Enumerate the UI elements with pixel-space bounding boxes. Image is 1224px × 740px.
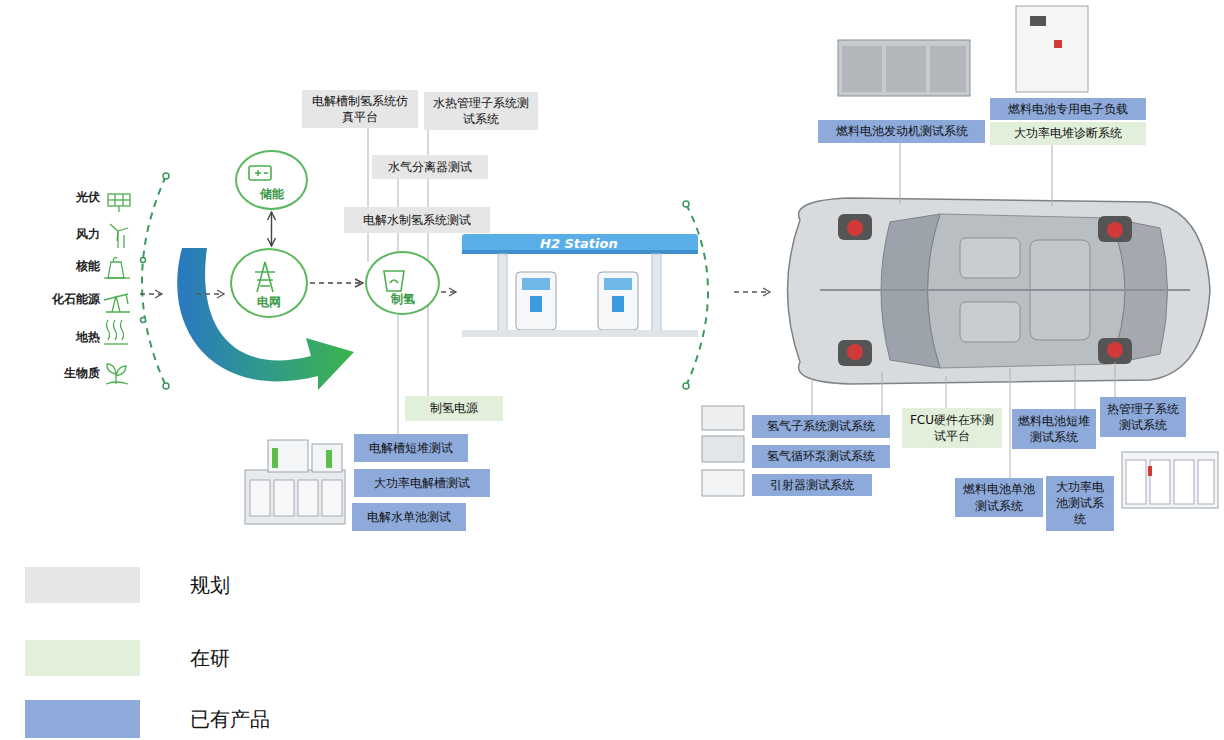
test-system-box: 热管理子系统测试系统 [1100,397,1186,437]
box-text: 大功率电解槽测试 [374,475,470,491]
legend-swatch [25,700,140,738]
box-text: 氢气循环泵测试系统 [767,448,875,464]
box-text: 氢气子系统测试系统 [767,418,875,434]
flow-arrow [271,212,272,246]
test-system-box: 大功率电池测试系统 [1046,476,1114,531]
test-system-box: 大功率电堆诊断系统 [990,122,1146,145]
hydrogen-station [462,234,698,337]
car-illustration [788,198,1211,384]
box-text: 水气分离器测试 [388,159,472,175]
test-system-box: 氢气循环泵测试系统 [752,445,890,468]
box-text: 储能 [260,186,284,202]
box-text: 大功率电堆诊断系统 [1014,125,1122,141]
box-text: 燃料电池专用电子负载 [1008,101,1128,117]
box-text: 电解水单池测试 [367,509,451,525]
box-text: FCU硬件在环测试平台 [907,412,997,444]
legend-swatch [25,640,140,676]
hub-icon [230,254,300,296]
station-sign-text: H2 Station [540,236,618,251]
energy-source-label: 光伏 [16,189,100,206]
test-system-box: 制氢电源 [405,396,503,421]
test-system-box: 氢气子系统测试系统 [752,415,890,438]
box-text: 热管理子系统测试系统 [1105,401,1181,433]
test-system-box: 电解槽制氢系统仿真平台 [302,90,418,128]
box-text: 引射器测试系统 [770,477,854,493]
test-system-box: 大功率电解槽测试 [354,469,490,497]
test-system-box: 燃料电池单池测试系统 [955,478,1043,517]
box-text: 大功率电池测试系统 [1051,479,1109,528]
test-system-box: 燃料电池专用电子负载 [990,98,1146,120]
box-text: 制氢电源 [430,400,478,416]
box-text: 燃料电池单池测试系统 [960,481,1038,513]
box-text: 电解水制氢系统测试 [363,212,471,228]
test-system-box: 燃料电池发动机测试系统 [818,120,985,143]
box-text: 电网 [257,294,281,310]
test-system-box: 燃料电池短堆测试系统 [1012,409,1096,449]
box-text: 水热管理子系统测试系统 [429,95,533,127]
leader-lines [368,126,1115,478]
test-system-box: FCU硬件在环测试平台 [902,408,1002,448]
box-text: 燃料电池短堆测试系统 [1017,413,1091,445]
test-system-box: 电解槽短堆测试 [354,434,468,462]
box-text: 电解槽制氢系统仿真平台 [307,93,413,125]
box-text: 制氢 [391,291,415,307]
hub-circle: 制氢 [365,251,440,315]
legend-text: 已有产品 [190,706,270,733]
legend-text: 规划 [190,572,230,599]
energy-source-label: 化石能源 [16,291,100,308]
energy-source-label: 生物质 [16,365,100,382]
box-text: 燃料电池发动机测试系统 [836,123,968,139]
energy-source-label: 地热 [16,329,100,346]
legend-text: 在研 [190,645,230,672]
test-system-box: 引射器测试系统 [752,474,872,496]
hub-circle: 电网 [230,248,308,318]
test-system-box: 电解水制氢系统测试 [344,207,490,233]
energy-source-label: 核能 [16,258,100,275]
hub-circle: 储能 [235,150,308,210]
test-system-box: 水气分离器测试 [372,155,488,179]
flow-arrow [310,282,363,283]
energy-icons [104,194,130,384]
legend-swatch [25,567,140,603]
equipment-images [245,6,1218,524]
test-system-box: 水热管理子系统测试系统 [424,92,538,130]
box-text: 电解槽短堆测试 [369,440,453,456]
test-system-box: 电解水单池测试 [352,503,466,531]
energy-source-label: 风力 [16,226,100,243]
